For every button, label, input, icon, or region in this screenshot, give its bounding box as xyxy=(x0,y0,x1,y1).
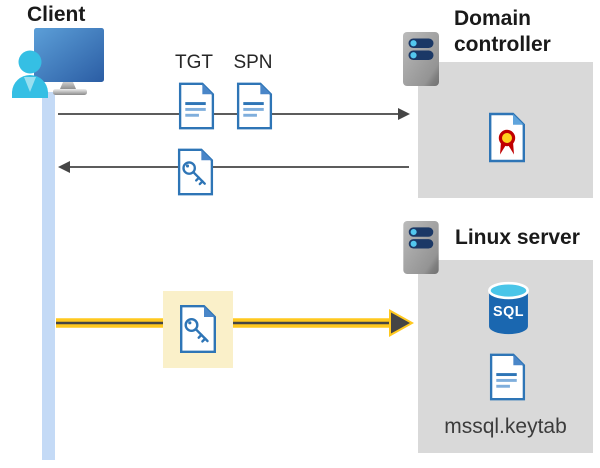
person-icon xyxy=(12,50,48,98)
client-label: Client xyxy=(27,3,86,26)
client-lifeline xyxy=(42,92,55,460)
certificate-icon xyxy=(487,111,527,164)
service-ticket-arrow xyxy=(56,309,414,337)
keytab-document-icon xyxy=(488,353,527,401)
request-arrow xyxy=(58,108,410,120)
domain-controller-label: Domain controller xyxy=(454,7,551,57)
linux-server-label: Linux server xyxy=(455,226,580,249)
keytab-label: mssql.keytab xyxy=(444,415,567,438)
sql-badge-text: SQL xyxy=(493,304,524,320)
tgt-label: TGT xyxy=(175,52,213,73)
tgt-document-icon xyxy=(177,82,216,130)
key-document-icon xyxy=(176,148,215,196)
spn-label: SPN xyxy=(233,52,273,73)
sql-database-icon: SQL xyxy=(487,281,530,337)
monitor-icon xyxy=(34,28,104,95)
spn-document-icon xyxy=(235,82,274,130)
key-document-icon xyxy=(178,304,218,354)
server-icon xyxy=(402,31,440,87)
response-arrow xyxy=(58,161,409,173)
client-workstation-icon xyxy=(8,26,108,98)
server-icon xyxy=(402,220,440,275)
